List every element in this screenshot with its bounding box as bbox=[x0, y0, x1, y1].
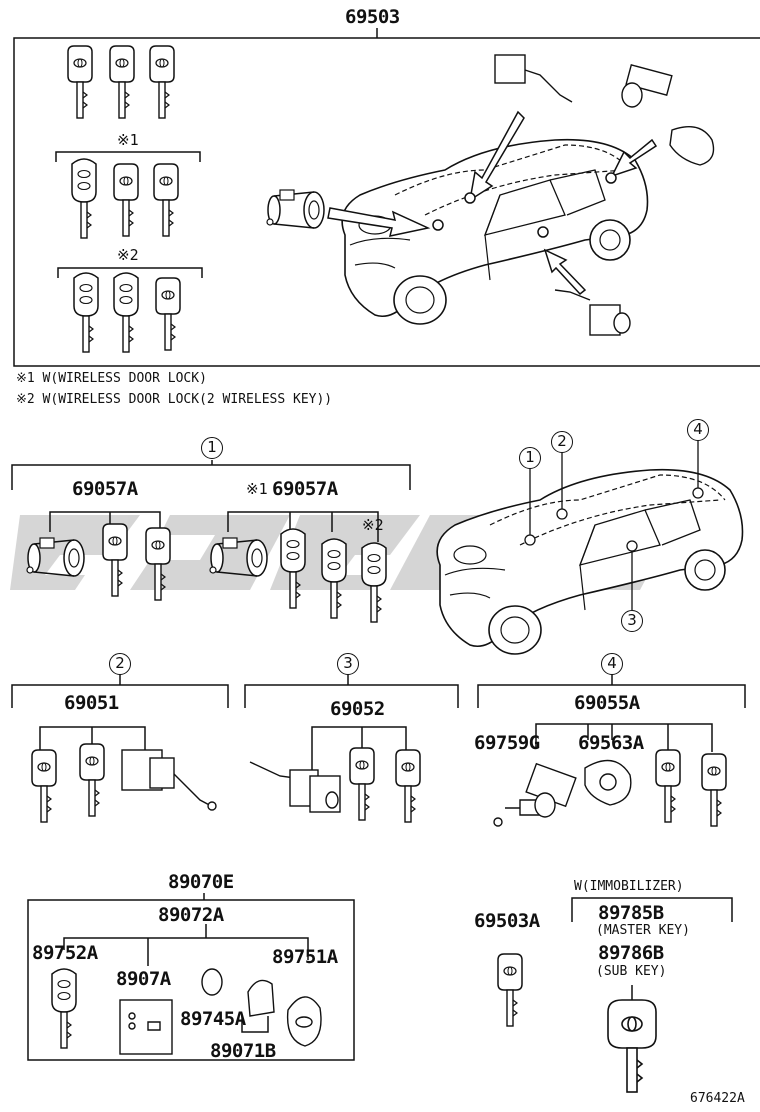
door-lock-2 bbox=[121, 749, 217, 811]
section-89070e bbox=[27, 893, 355, 1061]
label-89072a: 89072A bbox=[158, 904, 224, 926]
key-69503a bbox=[497, 953, 523, 1027]
label-89786b: 89786B bbox=[598, 942, 664, 964]
label-master-key: (MASTER KEY) bbox=[596, 923, 690, 938]
bracket-3 bbox=[244, 673, 459, 772]
label-sub-key: (SUB KEY) bbox=[596, 964, 667, 979]
label-69057a-2: 69057A bbox=[272, 478, 338, 500]
ignition-cylinder-top bbox=[266, 189, 325, 229]
label-immobilizer: W(IMMOBILIZER) bbox=[574, 879, 684, 894]
car-callout-1: 1 bbox=[519, 447, 541, 469]
trunk-lock-4 bbox=[493, 759, 632, 827]
car-callout-3: 3 bbox=[621, 610, 643, 632]
key-3b bbox=[395, 749, 421, 823]
key-1d bbox=[321, 538, 347, 619]
section-69503 bbox=[13, 28, 760, 367]
key-1e bbox=[361, 542, 387, 623]
door-lock-3 bbox=[249, 761, 341, 813]
mark-1-top: ※1 bbox=[117, 131, 139, 149]
key-89786b bbox=[607, 999, 657, 1093]
car-callout-2: 2 bbox=[551, 431, 573, 453]
key-4a bbox=[655, 749, 681, 823]
callout-leaders bbox=[524, 440, 704, 610]
label-89070e: 89070E bbox=[168, 871, 234, 893]
car-callout-4: 4 bbox=[687, 419, 709, 441]
note-wireless-door-lock: ※1 W(WIRELESS DOOR LOCK) bbox=[16, 371, 207, 386]
label-89785b: 89785B bbox=[598, 902, 664, 924]
label-8907a: 8907A bbox=[116, 968, 171, 990]
transmitter-parts bbox=[119, 968, 322, 1055]
key-1a bbox=[102, 523, 128, 597]
remote-key-89752a bbox=[51, 968, 77, 1049]
diagram-id: 676422A bbox=[690, 1091, 745, 1106]
label-89745a: 89745A bbox=[180, 1008, 246, 1030]
keys-row-b bbox=[71, 158, 179, 239]
key-2b bbox=[79, 743, 105, 817]
mark-2-mid: ※2 bbox=[362, 516, 384, 534]
callout-circle-2: 2 bbox=[109, 653, 131, 675]
label-69055a: 69055A bbox=[574, 692, 640, 714]
keys-row-a bbox=[67, 45, 175, 119]
keys-row-c bbox=[73, 272, 181, 353]
mark-1-mid: ※1 bbox=[246, 480, 268, 498]
callout-circle-3: 3 bbox=[337, 653, 359, 675]
label-69503: 69503 bbox=[345, 6, 400, 28]
key-1c bbox=[280, 528, 306, 609]
note-wireless-door-lock-2-keys: ※2 W(WIRELESS DOOR LOCK(2 WIRELESS KEY)) bbox=[16, 392, 333, 407]
trunk-lock-parts bbox=[494, 54, 715, 336]
bracket-2 bbox=[11, 673, 229, 750]
bracket-4 bbox=[477, 673, 746, 752]
label-69759g: 69759G bbox=[474, 732, 540, 754]
label-89752a: 89752A bbox=[32, 942, 98, 964]
mark-2-top: ※2 bbox=[117, 246, 139, 264]
key-4b bbox=[701, 753, 727, 827]
label-69563a: 69563A bbox=[578, 732, 644, 754]
label-89071b: 89071B bbox=[210, 1040, 276, 1062]
arrows-top bbox=[327, 110, 658, 296]
key-2a bbox=[31, 749, 57, 823]
key-3a bbox=[349, 747, 375, 821]
label-69051: 69051 bbox=[64, 692, 119, 714]
callout-circle-4: 4 bbox=[601, 653, 623, 675]
section-immobilizer bbox=[571, 897, 733, 1000]
label-69503a: 69503A bbox=[474, 910, 540, 932]
callout-circle-1: 1 bbox=[201, 437, 223, 459]
label-89751a: 89751A bbox=[272, 946, 338, 968]
label-69052: 69052 bbox=[330, 698, 385, 720]
label-69057a-1: 69057A bbox=[72, 478, 138, 500]
